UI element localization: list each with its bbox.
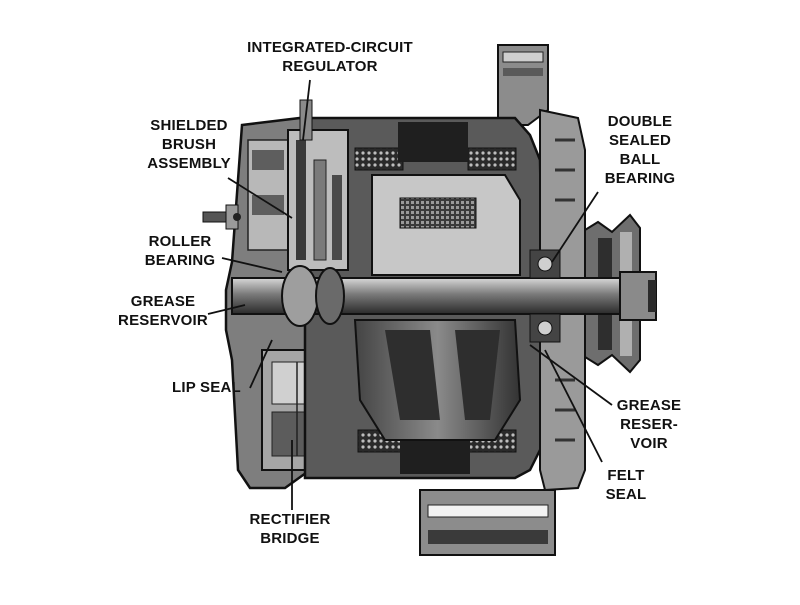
label-roller-bearing: ROLLER BEARING [138,232,222,270]
label-line: DOUBLE [607,113,673,130]
leader-roller-bearing [221,257,283,273]
label-line: VOIR [630,435,668,452]
label-line: SHIELDED [150,117,228,134]
label-line: BRIDGE [260,530,320,547]
label-line: SEAL [605,486,647,503]
leader-lines [207,79,613,510]
label-grease-reservoir-left: GREASE RESERVOIR [112,292,214,330]
top-mounting-ear [497,44,549,126]
label-felt-seal: FELT SEAL [596,466,656,504]
leader-grease-reservoir-right [529,344,613,406]
rotor [353,174,522,441]
label-line: ROLLER [148,233,212,250]
leader-lip-seal [249,339,273,389]
output-terminal-stud [202,204,241,230]
leader-regulator [302,79,311,141]
label-line: SEALED [608,132,672,149]
label-line: RESERVOIR [118,312,208,329]
label-shielded-brush-assembly: SHIELDED BRUSH ASSEMBLY [134,116,244,173]
rotor-shaft [231,265,657,327]
label-line: RECTIFIER [249,511,331,528]
label-integrated-circuit-regulator: INTEGRATED-CIRCUIT REGULATOR [230,38,430,76]
leader-ball-bearing [551,191,599,263]
label-line: GREASE [616,397,682,414]
label-line: RESER- [620,416,678,433]
label-rectifier-bridge: RECTIFIER BRIDGE [240,510,340,548]
regulator-and-brush-assembly [287,99,349,271]
label-line: BRUSH [161,136,217,153]
label-line: BEARING [144,252,216,269]
leader-grease-reservoir-left [207,304,246,315]
label-line: LIP SEAL [172,379,241,396]
label-line: REGULATOR [282,58,378,75]
label-line: GREASE [130,293,196,310]
ball-bearing-part [529,249,561,343]
label-line: BALL [619,151,661,168]
label-line: INTEGRATED-CIRCUIT [247,39,413,56]
label-line: FELT [607,467,645,484]
leader-brush-assembly [227,177,293,219]
label-grease-reservoir-right: GREASE RESER- VOIR [608,396,690,453]
bottom-mounting-foot [419,489,556,556]
label-double-sealed-ball-bearing: DOUBLE SEALED BALL BEARING [592,112,688,188]
label-lip-seal: LIP SEAL [172,378,241,397]
label-line: ASSEMBLY [147,155,231,172]
label-line: BEARING [604,170,676,187]
leader-felt-seal [544,349,603,463]
